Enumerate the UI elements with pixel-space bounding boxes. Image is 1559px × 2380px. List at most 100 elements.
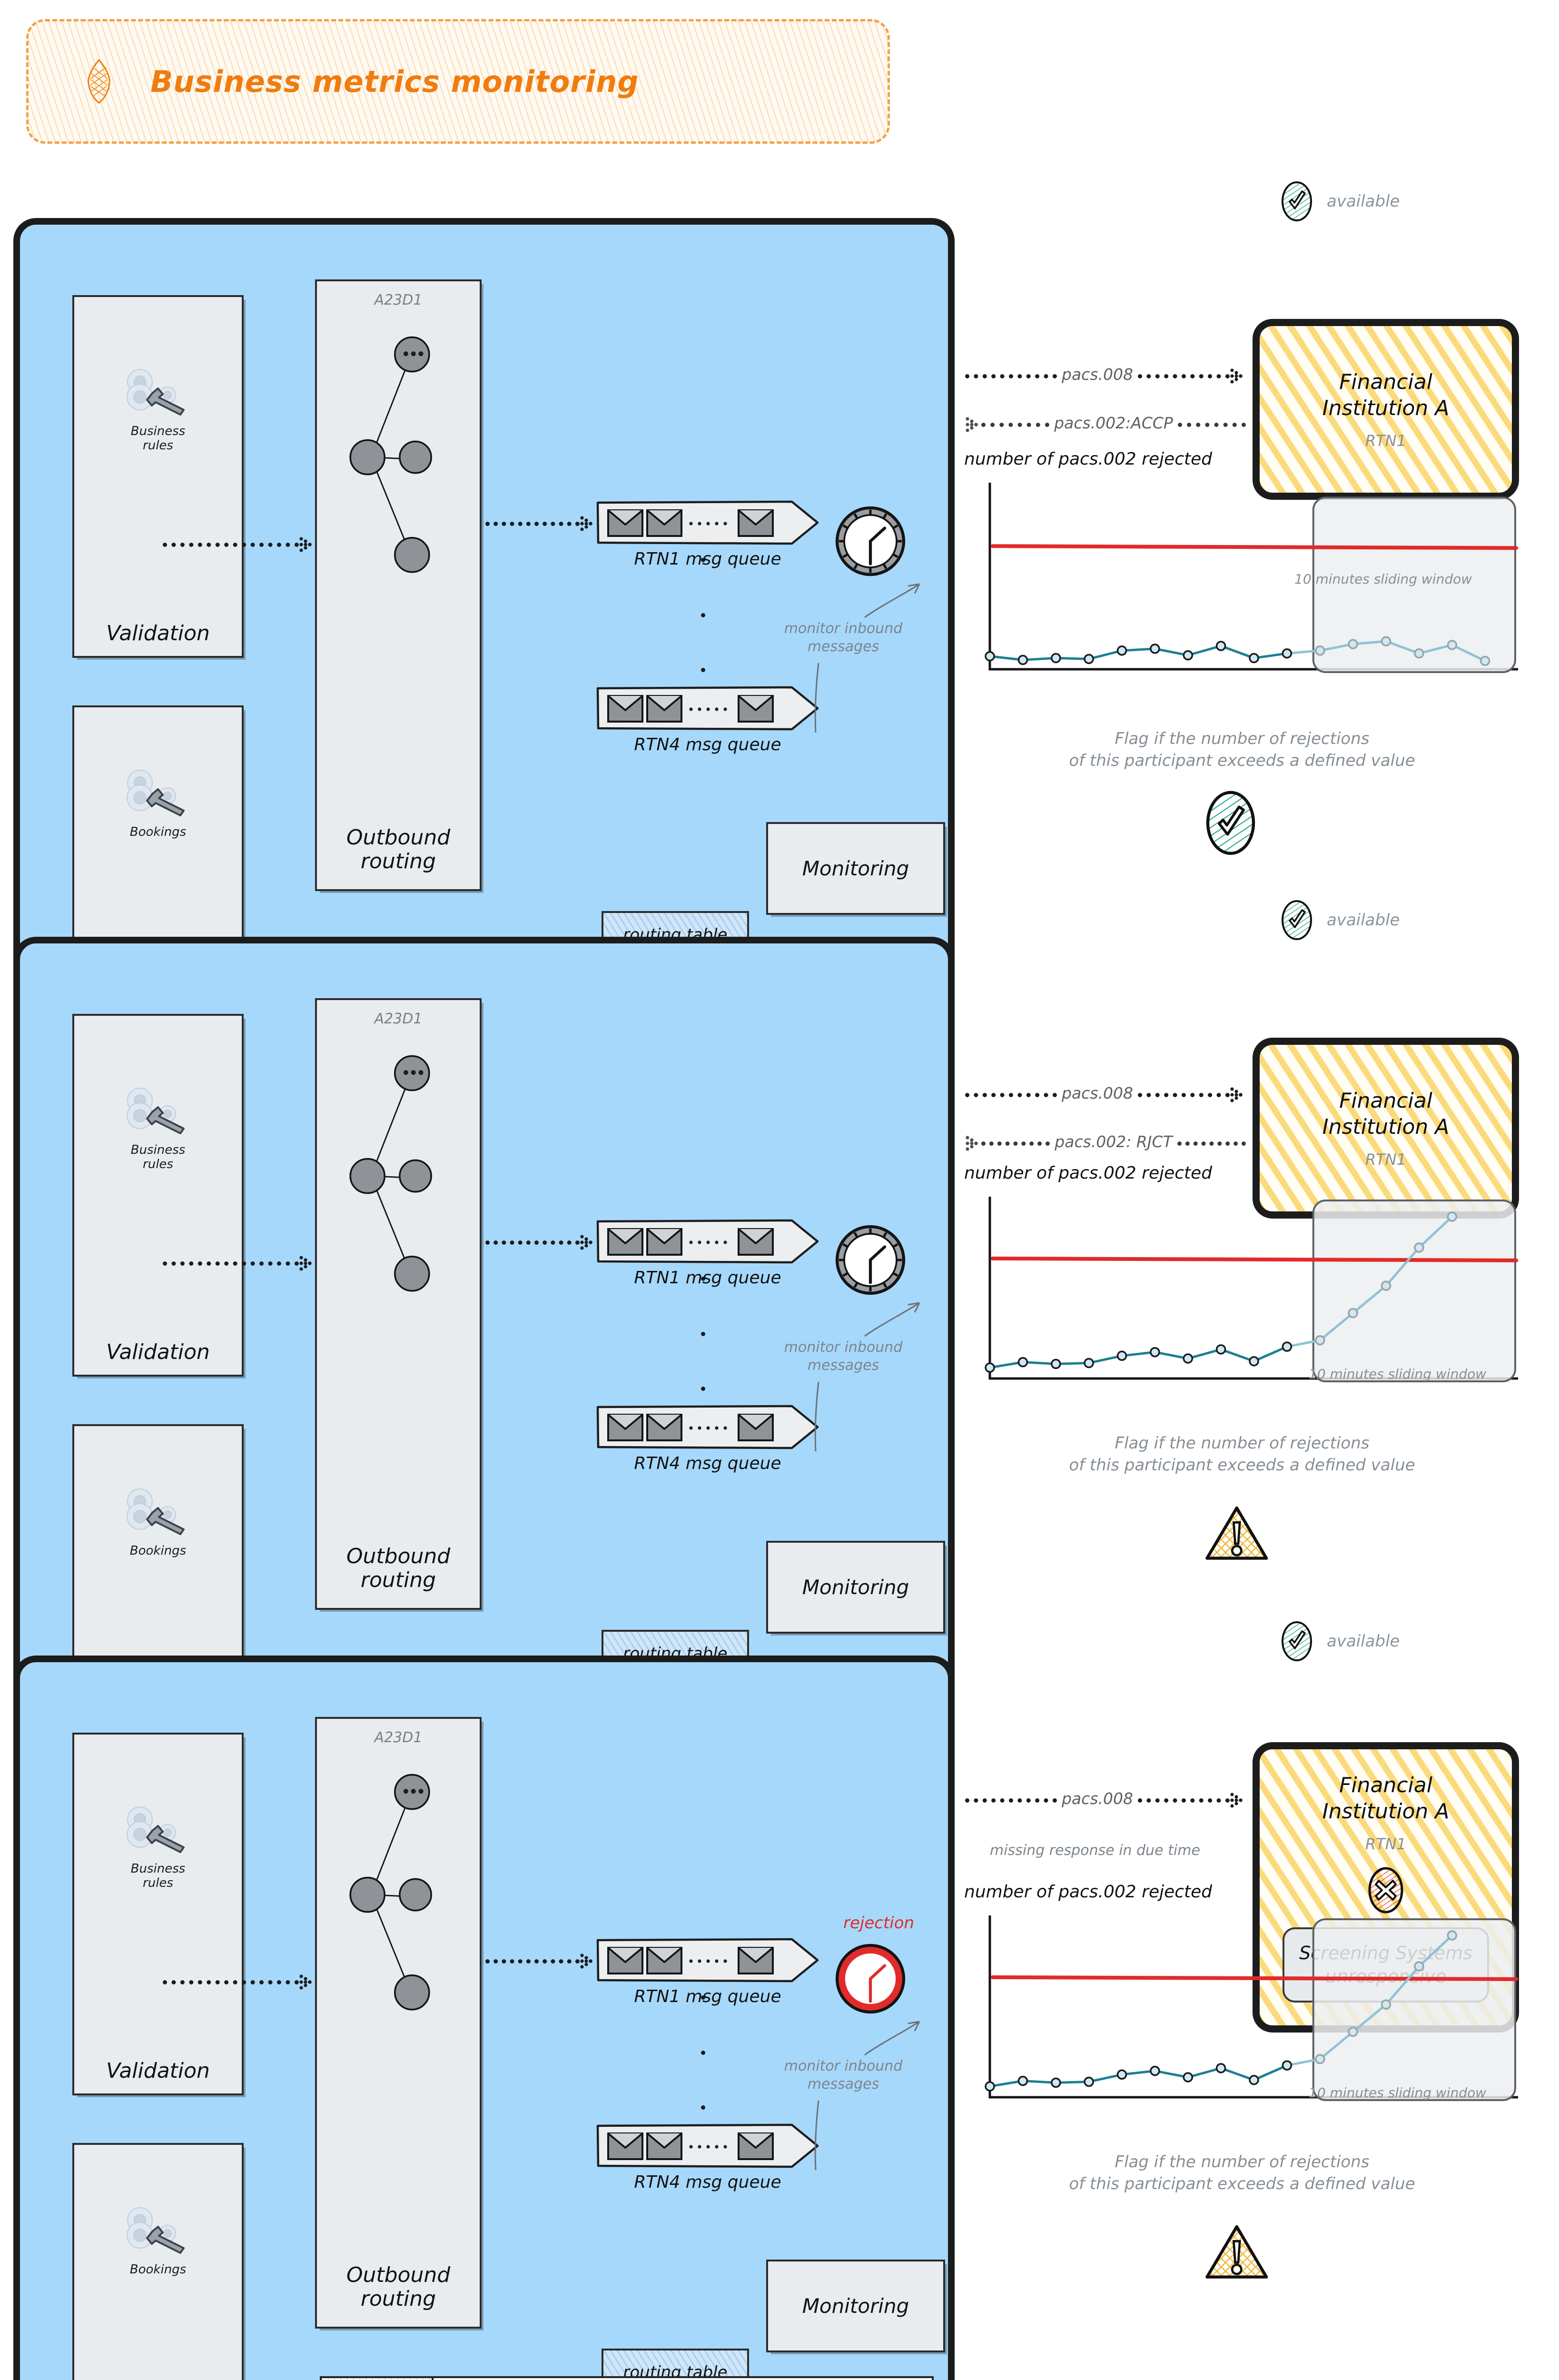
outbound-routing-card[interactable]: A23D1 Outbound routing (315, 1717, 482, 2329)
rtn4-queue-label: RTN4 msg queue (634, 1454, 781, 1473)
pacs008-flow: pacs.008 (965, 1785, 1246, 1815)
validation-label: Validation (106, 621, 210, 645)
validation-to-routing-arrow (163, 1967, 315, 1997)
missing-response-note: missing response in due time (990, 1842, 1200, 1859)
fi-rtn: RTN1 (1365, 1150, 1407, 1169)
legend-label: available (1327, 911, 1400, 930)
routing-node-id: A23D1 (374, 1729, 423, 1746)
settlement-card[interactable]: Bookings Settlement (72, 2143, 244, 2380)
diamond-hatch-icon (86, 59, 112, 104)
rtn1-msg-queue[interactable]: RTN1 msg queue (596, 1937, 819, 2006)
pacs002-label: pacs.002:ACCP (1054, 413, 1173, 432)
clock-icon (835, 506, 906, 579)
financial-institution-box[interactable]: Financial Institution A RTN1 (1253, 319, 1519, 500)
check-badge-icon (1280, 900, 1313, 941)
validation-card[interactable]: Business rules Validation (72, 1733, 244, 2095)
outbound-routing-card[interactable]: A23D1 Outbound routing (315, 998, 482, 1610)
gear-wrench-icon (115, 769, 201, 823)
warning-triangle-icon (1204, 2223, 1270, 2281)
pacs002-flow: pacs.002:ACCP (965, 409, 1246, 440)
validation-label: Validation (106, 2059, 210, 2083)
rtn1-msg-queue[interactable]: RTN1 msg queue (596, 1219, 819, 1288)
gear-wrench-icon (115, 1488, 201, 1542)
title-banner: Business metrics monitoring (26, 19, 890, 144)
fi-name: Financial Institution A (1322, 1089, 1450, 1139)
routing-graph-icon (347, 1029, 450, 1339)
outbound-routing-label: Outbound routing (346, 825, 451, 874)
rtn1-msg-queue[interactable]: RTN1 msg queue (596, 500, 819, 569)
routing-table-tag: routing table (602, 2349, 749, 2380)
monitor-connector (814, 583, 920, 733)
clock-rejection-icon (835, 1943, 906, 2016)
rtn4-queue-label: RTN4 msg queue (634, 2172, 781, 2192)
legend-available: available (1280, 1621, 1400, 1662)
business-rules-caption: Business rules (130, 1862, 186, 1890)
rejection-label: rejection (843, 1914, 915, 1933)
queue-ellipsis (701, 1995, 705, 2110)
rtn4-msg-queue[interactable]: RTN4 msg queue (596, 2123, 819, 2192)
fi-rtn: RTN1 (1365, 1835, 1407, 1854)
chart-title: number of pacs.002 rejected (964, 449, 1213, 469)
pacs002-label: pacs.002: RJCT (1055, 1132, 1173, 1151)
bookings-caption: Bookings (129, 825, 187, 839)
pacs008-label: pacs.008 (1062, 365, 1133, 384)
monitoring-card[interactable]: Monitoring (766, 822, 945, 915)
rtn4-msg-queue[interactable]: RTN4 msg queue (596, 1404, 819, 1473)
outbound-routing-label: Outbound routing (346, 1544, 451, 1593)
routing-to-queue-arrow (485, 508, 596, 539)
routing-endpoint: endpoint A23D1 (434, 2378, 879, 2380)
rtn1-queue-label: RTN1 msg queue (634, 1987, 781, 2006)
pacs008-label: pacs.008 (1062, 1083, 1133, 1102)
gear-wrench-icon (115, 1806, 201, 1860)
validation-card[interactable]: Business rules Validation (72, 1014, 244, 1377)
page-title: Business metrics monitoring (150, 64, 639, 99)
monitoring-label: Monitoring (802, 1576, 909, 1599)
sliding-window-label: 10 minutes sliding window (1309, 1366, 1487, 1382)
monitoring-label: Monitoring (802, 2294, 909, 2318)
monitoring-card[interactable]: Monitoring (766, 1541, 945, 1634)
routing-to-queue-arrow (485, 1227, 596, 1258)
financial-institution-box[interactable]: Financial Institution A RTN1 (1253, 1038, 1519, 1219)
outbound-routing-card[interactable]: A23D1 Outbound routing (315, 279, 482, 891)
validation-card[interactable]: Business rules Validation (72, 295, 244, 658)
monitor-connector (814, 2021, 920, 2171)
rtn4-queue-label: RTN4 msg queue (634, 735, 781, 754)
monitoring-card[interactable]: Monitoring (766, 2260, 945, 2352)
business-rules-caption: Business rules (130, 424, 186, 453)
routing-node-id: A23D1 (374, 292, 423, 308)
flag-caption: Flag if the number of rejections of this… (1069, 1434, 1415, 1475)
rejections-chart: number of pacs.002 rejected 10 minutes s… (961, 1882, 1523, 2109)
monitor-inbound-note: monitor inbound messages (784, 2058, 903, 2092)
pacs008-flow: pacs.008 (965, 361, 1246, 391)
pacs002-flow: pacs.002: RJCT (965, 1128, 1246, 1159)
pacs008-flow: pacs.008 (965, 1080, 1246, 1110)
table-row[interactable]: RTN1 endpoint A23D1 (320, 2376, 934, 2380)
monitor-connector (814, 1302, 920, 1452)
panel-3: available Business rules Validation Book… (0, 1621, 1559, 2380)
error-cross-icon (1365, 1865, 1406, 1915)
legend-available: available (1280, 181, 1400, 222)
flag-caption: Flag if the number of rejections of this… (1069, 729, 1415, 770)
chart-title: number of pacs.002 rejected (964, 1882, 1213, 1902)
monitor-inbound-note: monitor inbound messages (784, 620, 903, 655)
rtn4-msg-queue[interactable]: RTN4 msg queue (596, 685, 819, 754)
routing-key: RTN1 (322, 2378, 434, 2380)
rtn1-queue-label: RTN1 msg queue (634, 549, 781, 569)
check-badge-icon (1204, 790, 1257, 856)
routing-table[interactable]: RTN1 endpoint A23D1 RTN2 endpoint FF340 … (320, 2376, 934, 2380)
clock-icon (835, 1224, 906, 1298)
check-badge-icon (1280, 181, 1313, 222)
fi-rtn: RTN1 (1365, 432, 1407, 450)
routing-to-queue-arrow (485, 1946, 596, 1976)
validation-label: Validation (106, 1340, 210, 1364)
rtn1-queue-label: RTN1 msg queue (634, 1268, 781, 1288)
fi-name: Financial Institution A (1322, 370, 1450, 420)
gear-wrench-icon (115, 2207, 201, 2261)
queue-ellipsis (701, 558, 705, 672)
monitoring-label: Monitoring (802, 857, 909, 880)
outbound-routing-label: Outbound routing (346, 2262, 451, 2311)
monitor-inbound-note: monitor inbound messages (784, 1339, 903, 1374)
rejections-chart: number of pacs.002 rejected 10 minutes s… (961, 1163, 1523, 1390)
realtime-infrastructure-panel: Business rules Validation Bookings Settl… (13, 1656, 955, 2380)
bookings-caption: Bookings (129, 2262, 187, 2277)
